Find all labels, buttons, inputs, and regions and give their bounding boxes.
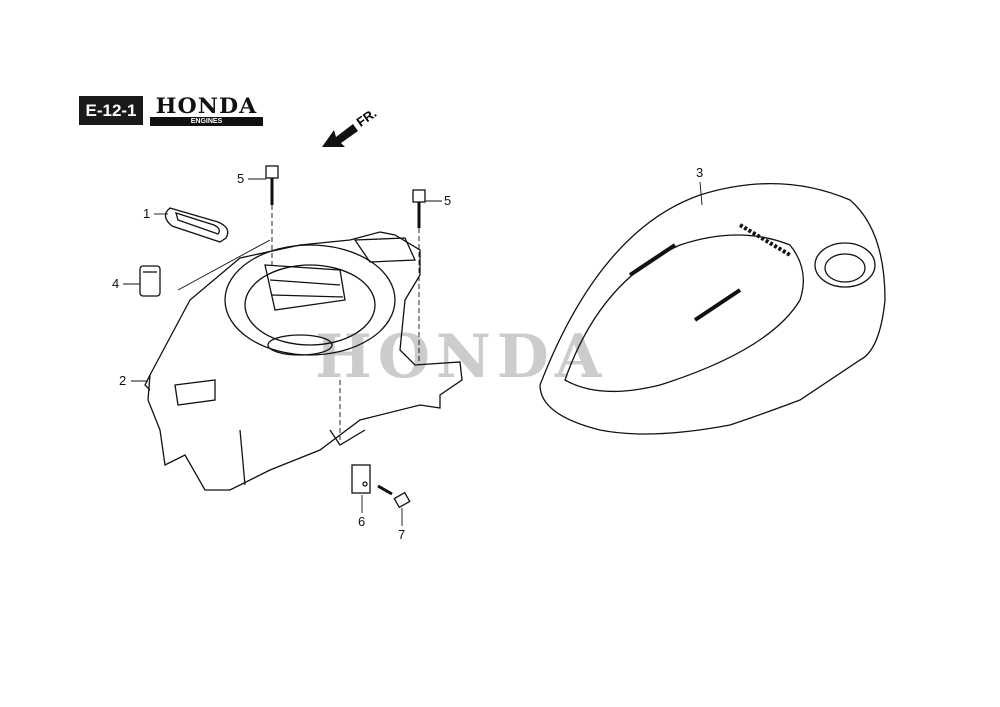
callout-6: 6 <box>358 514 366 529</box>
part-5-bolt-right <box>412 189 426 228</box>
callout-2: 2 <box>119 373 127 388</box>
callout-3: 3 <box>696 165 704 180</box>
front-arrow-icon <box>322 124 358 147</box>
part-4-clip <box>139 265 161 297</box>
honda-logo: HONDA ENGINES <box>150 95 263 126</box>
part-2-fan-shroud <box>144 231 463 491</box>
part-6-nut <box>351 464 371 494</box>
callout-1: 1 <box>143 206 151 221</box>
part-7-bolt <box>377 484 411 509</box>
callout-5-left: 5 <box>237 171 245 186</box>
part-5-bolt-left <box>265 165 279 205</box>
callout-4: 4 <box>112 276 120 291</box>
leader-lines <box>123 178 703 526</box>
honda-watermark: HONDA <box>315 322 608 392</box>
diagram-code: E-12-1 <box>79 96 143 125</box>
callout-5-right: 5 <box>444 193 452 208</box>
part-3-top-cover <box>539 182 886 435</box>
part-1-grommet <box>164 207 229 243</box>
callout-7: 7 <box>398 527 406 542</box>
